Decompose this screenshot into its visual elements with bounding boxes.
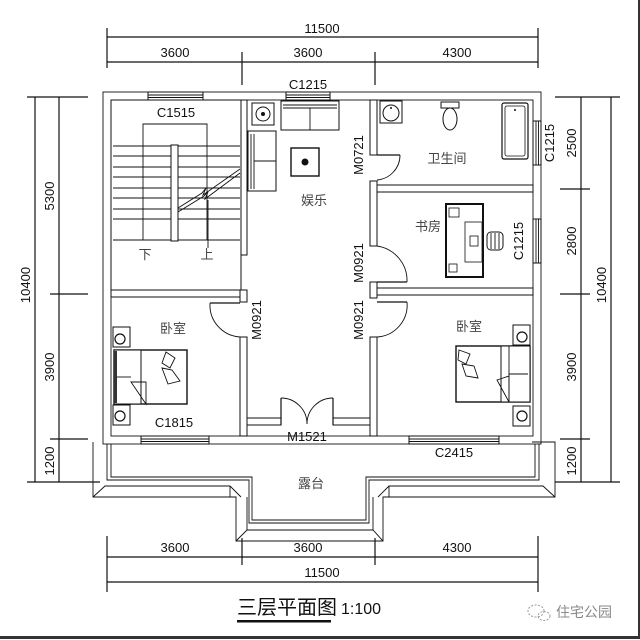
dim-right-seg-2: 2800: [564, 227, 579, 256]
desk-icon: [445, 203, 484, 278]
dim-bottom-seg-2: 3600: [294, 540, 323, 555]
stair-down-label: 下: [138, 248, 151, 263]
watermark-text: 住宅公园: [556, 605, 612, 621]
stairwell: C1515 下 上: [110, 91, 248, 291]
right-dimensions: 2500 2800 3900 1200 10400: [555, 96, 620, 483]
door-label-bathroom: M0721: [351, 135, 366, 175]
terrace: 露台: [92, 441, 556, 542]
dim-left-seg-3: 1200: [42, 447, 57, 476]
bed-icon: [455, 345, 531, 403]
room-label-bedroom-right: 卧室: [456, 319, 482, 335]
top-dimensions: 11500 3600 3600 4300: [106, 21, 539, 85]
door-bedroom-left: [209, 302, 241, 338]
door-label-study: M0921: [351, 243, 366, 283]
window-label-bathroom: C1215: [542, 124, 557, 162]
dim-top-total: 11500: [304, 21, 339, 36]
bathroom: C1215 M0721 卫生间: [351, 100, 557, 181]
room-label-terrace: 露台: [298, 477, 324, 492]
dim-right-seg-4: 1200: [564, 447, 579, 476]
dim-top-seg-2: 3600: [294, 45, 323, 60]
window-label-study: C1215: [511, 222, 526, 260]
dim-top-seg-1: 3600: [161, 45, 190, 60]
dim-bottom-total: 11500: [304, 565, 339, 580]
nightstand-icon: [112, 326, 131, 426]
bathtub-icon: [501, 102, 529, 160]
bedroom-right: M0921 卧室 C2415: [351, 300, 531, 460]
sink-icon: [379, 100, 403, 124]
room-label-entertainment: 娱乐: [301, 194, 327, 209]
room-label-bathroom: 卫生间: [427, 152, 466, 167]
door-bathroom: [376, 154, 401, 181]
window-bedroom-left: [140, 435, 210, 445]
door-terrace: [280, 397, 334, 425]
dim-top-seg-3: 4300: [443, 45, 472, 60]
door-label-terrace: M1521: [287, 429, 327, 444]
room-label-study: 书房: [415, 219, 441, 235]
bed-icon: [113, 349, 188, 406]
dim-left-total: 10400: [18, 267, 33, 303]
dim-bottom-seg-3: 4300: [443, 540, 472, 555]
dim-right-seg-1: 2500: [564, 129, 579, 158]
window-label-entertainment: C1215: [289, 77, 327, 92]
window-label-bedroom-right: C2415: [435, 445, 473, 460]
dim-right-seg-3: 3900: [564, 353, 579, 382]
wechat-icon: [527, 604, 551, 621]
nightstand-icon: [512, 324, 531, 427]
sofa-top-icon: [280, 100, 340, 131]
plan-title: 三层平面图 1:100: [237, 595, 381, 623]
window-label-bedroom-left: C1815: [155, 415, 193, 430]
window-stair: [147, 91, 204, 101]
plan-title-text: 三层平面图: [237, 595, 337, 619]
entertainment-room: C1215 娱乐: [247, 77, 340, 209]
door-label-bedroom-left: M0921: [249, 300, 264, 340]
dim-left-seg-2: 3900: [42, 353, 57, 382]
left-dimensions: 10400 5300 3900 1200: [18, 96, 100, 483]
door-label-bedroom-right: M0921: [351, 300, 366, 340]
bottom-dimensions: 3600 3600 4300 11500: [106, 536, 539, 592]
stair-up-label: 上: [200, 248, 213, 263]
study: C1215 M0921 书房: [351, 203, 542, 283]
coffee-table-icon: [290, 147, 320, 177]
dim-left-seg-1: 5300: [42, 182, 57, 211]
window-entertainment: [285, 91, 331, 101]
dim-bottom-seg-1: 3600: [161, 540, 190, 555]
window-bathroom: [532, 120, 542, 166]
dim-right-total: 10400: [594, 267, 609, 303]
window-bedroom-right: [408, 435, 500, 445]
chair-icon: [486, 231, 504, 251]
window-label-stair: C1515: [157, 105, 195, 120]
window-study: [532, 218, 542, 264]
toilet-icon: [440, 101, 460, 131]
door-study: [376, 245, 408, 283]
interior-walls: [110, 99, 534, 437]
plan-scale: 1:100: [341, 601, 381, 618]
speaker-icon: [251, 102, 275, 126]
watermark: 住宅公园: [527, 604, 612, 621]
door-bedroom-right: [376, 301, 408, 338]
sofa-side-icon: [247, 130, 277, 192]
room-label-bedroom-left: 卧室: [160, 321, 186, 337]
bedroom-left: M0921 卧室 C1815: [112, 300, 264, 445]
